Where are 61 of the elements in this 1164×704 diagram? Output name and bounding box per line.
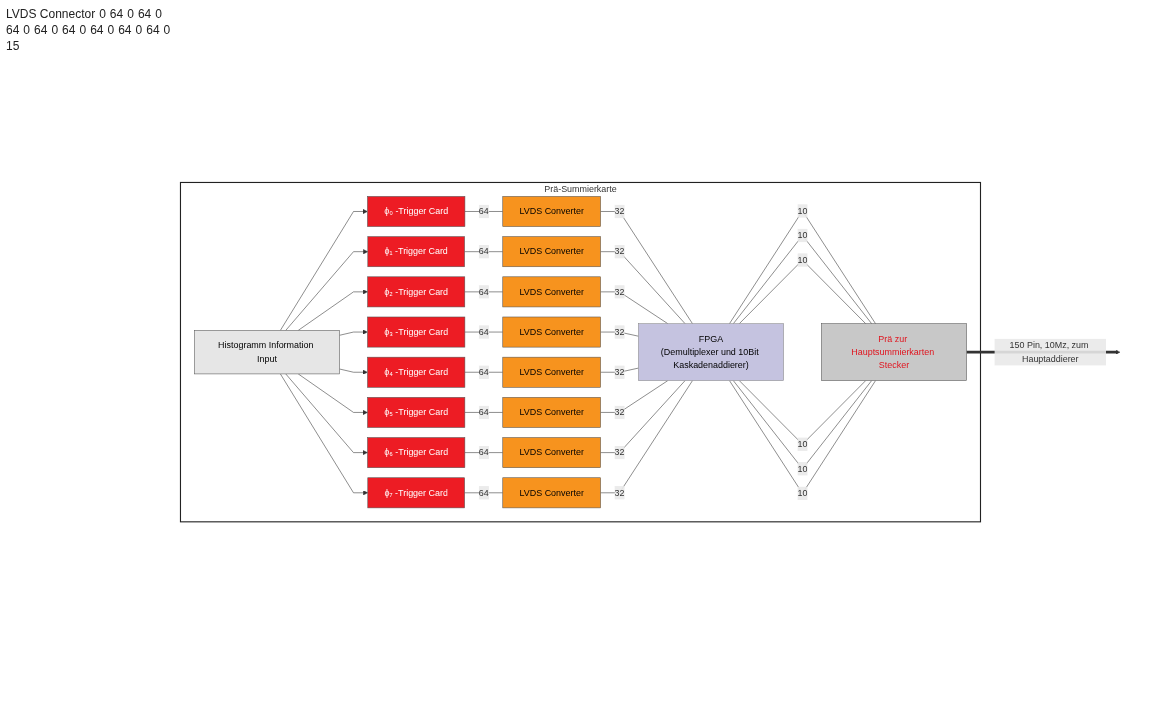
edge-label: 64 — [478, 206, 489, 216]
edge-label: 32 — [614, 407, 625, 417]
node-box: LVDS Converter — [502, 276, 601, 308]
pin-label: 0 — [99, 7, 106, 21]
pin-label: LVDS Connector — [6, 7, 96, 21]
edge-label: 64 — [478, 367, 489, 377]
node-box: LVDS Converter — [502, 477, 601, 508]
edge-label: 32 — [614, 326, 625, 337]
edge-label: 10 — [797, 254, 808, 265]
node-box: LVDS Converter — [502, 196, 601, 227]
pin-label: 0 — [155, 7, 162, 21]
node-box: LVDS Converter — [502, 437, 601, 468]
edge-label: 32 — [614, 367, 625, 377]
edge-label: 150 Pin, 10Mz, zum Hauptaddierer — [1009, 340, 1089, 364]
pin-label: 64 — [118, 23, 132, 37]
edge-label: 32 — [614, 447, 625, 457]
pin-label: 64 — [137, 7, 152, 21]
node-box: LVDS Converter — [502, 396, 601, 428]
edge-label: 32 — [614, 246, 625, 256]
edge-label: 64 — [478, 286, 489, 297]
node-box: Prä zur Hauptsummierkarten Stecker — [821, 323, 967, 381]
node-box: ϕ₂ -Trigger Card — [367, 276, 466, 308]
edge-label: 64 — [478, 326, 489, 337]
edge-label: 10 — [797, 205, 808, 216]
node-box: LVDS Converter — [502, 356, 601, 388]
pin-label: 0 — [127, 7, 134, 21]
node-box: ϕ₁ -Trigger Card — [367, 236, 465, 267]
pin-label: 64 — [109, 7, 124, 21]
pin-label: 64 — [6, 23, 20, 37]
edge-label: 32 — [614, 206, 625, 216]
edge-label: 10 — [797, 230, 808, 240]
edge-label: 10 — [797, 463, 808, 474]
edge-label: 64 — [478, 246, 489, 256]
node-box: ϕ₀ -Trigger Card — [367, 196, 466, 227]
edge-label: 10 — [797, 488, 808, 498]
edge-label: 64 — [478, 487, 489, 498]
node-box: ϕ₆ -Trigger Card — [367, 437, 466, 468]
edge-label: 32 — [614, 487, 625, 498]
pin-label: 0 — [107, 23, 115, 37]
node-box: ϕ₇ -Trigger Card — [367, 477, 465, 508]
node-box: ϕ₃ -Trigger Card — [367, 316, 466, 348]
pin-label: 0 — [23, 23, 31, 37]
node-box: Histogramm Information Input — [194, 329, 340, 375]
pin-label: 64 — [90, 23, 104, 37]
pin-label: 64 — [146, 23, 160, 37]
pin-label: 0 — [51, 23, 59, 37]
edge-label: 64 — [478, 447, 489, 457]
node-box: ϕ₄ -Trigger Card — [367, 356, 466, 388]
edge-label: 64 — [478, 407, 489, 417]
node-box: LVDS Converter — [502, 316, 601, 348]
pin-label: 64 — [34, 23, 48, 37]
pin-label: 0 — [79, 23, 87, 37]
pin-label: 0 — [135, 23, 143, 37]
pin-label: 0 — [163, 23, 171, 37]
node-box: LVDS Converter — [502, 236, 601, 267]
node-box: ϕ₅ -Trigger Card — [367, 396, 466, 428]
node-box: FPGA (Demultiplexer und 10Bit Kaskadenaddierer) — [638, 323, 784, 381]
edge-label: 10 — [797, 439, 808, 449]
edge-label: 32 — [614, 286, 625, 297]
pin-label: 15 — [6, 39, 20, 53]
pin-label: 64 — [62, 23, 76, 37]
